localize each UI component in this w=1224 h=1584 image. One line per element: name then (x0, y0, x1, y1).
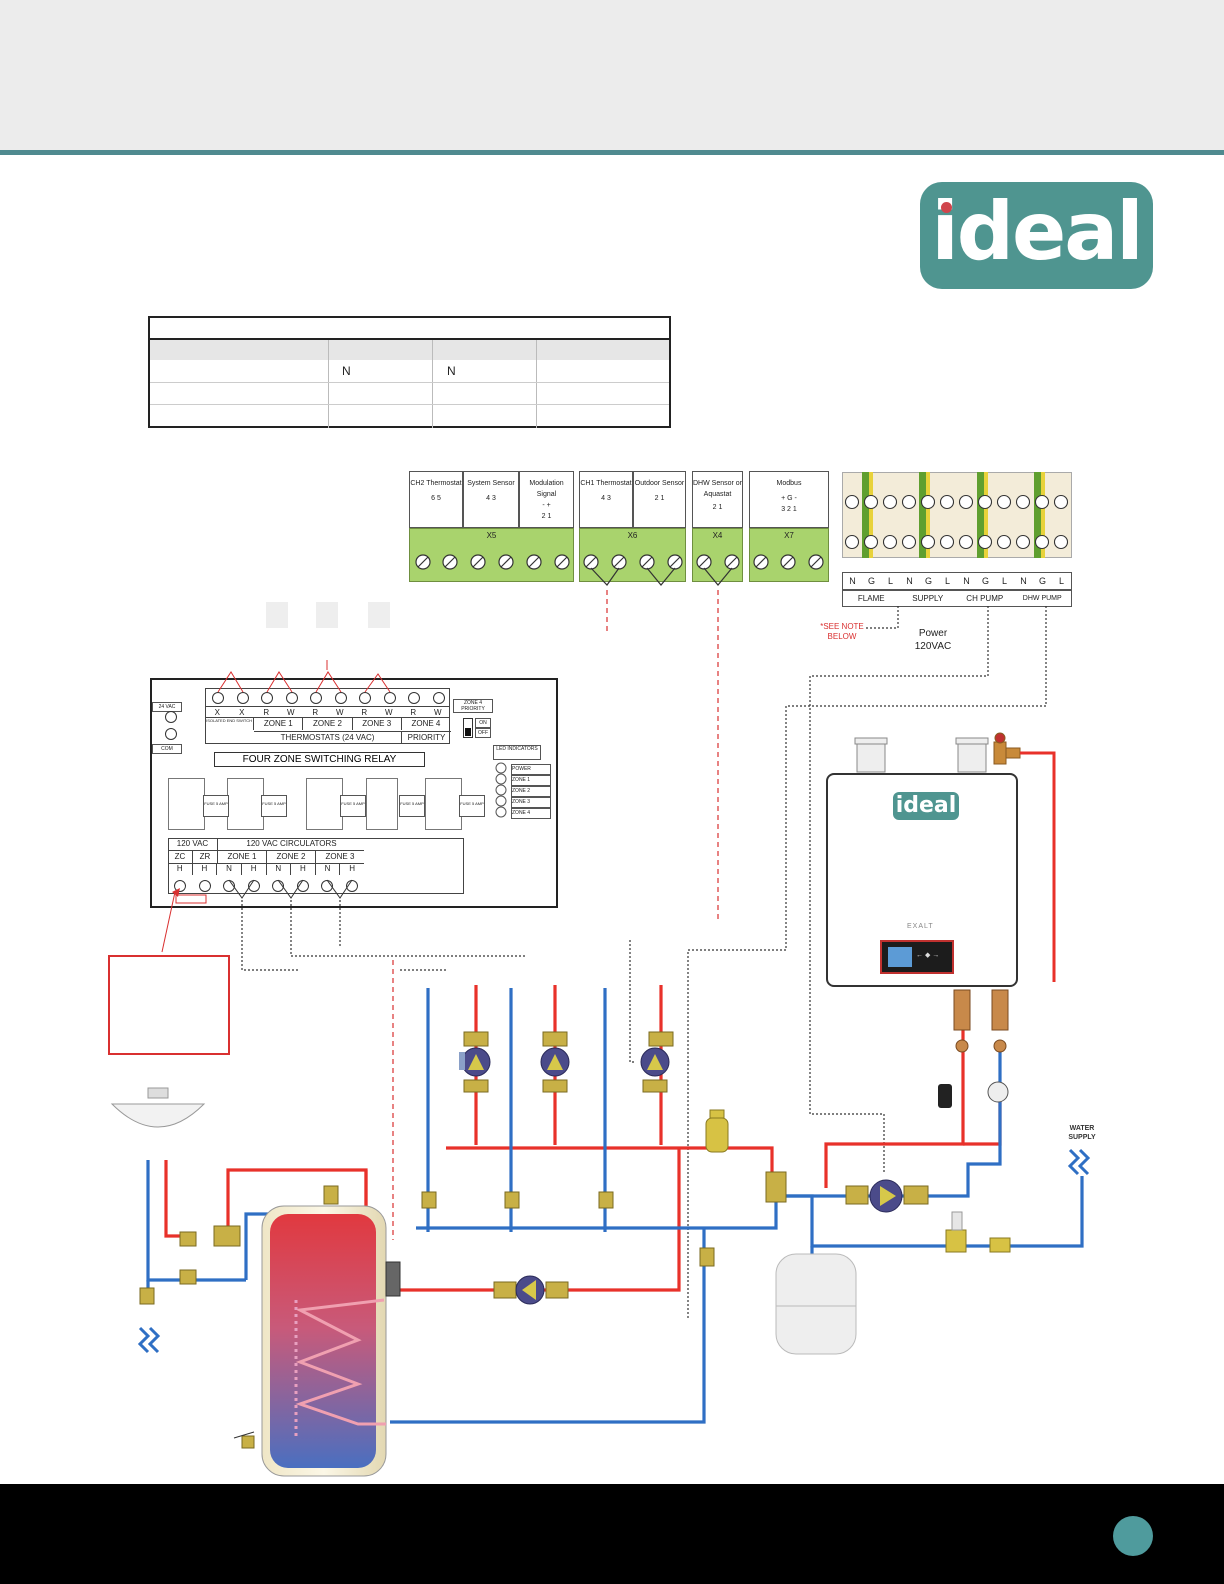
terminal-label-modulation-signal: Modulation Signal - + 2 1 (519, 471, 574, 528)
terminal-label-outdoor-sensor: Outdoor Sensor 2 1 (633, 471, 686, 528)
top-band (0, 0, 1224, 150)
relay-block (366, 778, 398, 830)
zone-switching-relay (150, 678, 558, 908)
zone-circulator-3 (640, 1031, 674, 1093)
fuse: FUSE 5 AMP (261, 795, 287, 817)
x5-screws (415, 554, 570, 570)
power-labels: FLAME SUPPLY CH PUMP DHW PUMP (842, 590, 1072, 607)
indirect-tank (261, 1205, 401, 1477)
terminal-block-x5: X5 (409, 528, 574, 582)
page-number-dot (1113, 1516, 1153, 1556)
terminal-label-ch1-thermostat: CH1 Thermostat 4 3 (579, 471, 633, 528)
fuse: FUSE 5 AMP (203, 795, 229, 817)
expansion-tank (775, 1253, 857, 1355)
relay-therm-letters: X X R W R W R W R W (205, 706, 450, 718)
fuse: FUSE 5 AMP (340, 795, 366, 817)
power-label: Power (918, 628, 948, 639)
fuse: FUSE 5 AMP (399, 795, 425, 817)
boiler-model: EXALT (907, 923, 934, 930)
table-cell: N (447, 364, 456, 378)
zone-circulator-1 (459, 1031, 491, 1093)
relay-circulators-label: 120 VAC CIRCULATORS (217, 838, 365, 850)
relay-priority-label: PRIORITY (401, 731, 451, 744)
power-terminal-strip (842, 472, 1072, 558)
table-cell: N (342, 364, 351, 378)
relay-24vac-label: 24 VAC (152, 702, 182, 712)
display-buttons: ← ◆ → (916, 952, 940, 959)
note-box (108, 955, 230, 1055)
zone-circulator-2 (540, 1031, 570, 1093)
led-indicators-label: LED INDICATORS (493, 745, 541, 760)
power-strip-details (862, 472, 1045, 558)
relay-hn-row: H H N H N H N H (168, 863, 364, 875)
terminal-label-ch2-thermostat: CH2 Thermostat 6 5 (409, 471, 463, 528)
boiler-display[interactable]: ← ◆ → (880, 940, 954, 974)
priority-switch[interactable] (463, 718, 473, 738)
power-letters: N G L N G L N G L N G L (842, 572, 1072, 590)
table-title-row (150, 318, 669, 340)
relay-com-label: COM (152, 744, 182, 754)
header-rule (0, 150, 1224, 155)
see-note-label: *SEE NOTE BELOW (820, 622, 864, 641)
relay-zone-labels: ISOLATED END SWITCH ZONE 1 ZONE 2 ZONE 3… (205, 718, 450, 730)
relay-120vac-label: 120 VAC (176, 839, 209, 848)
boiler-logo: ideal (893, 792, 959, 820)
air-separator (705, 1109, 729, 1153)
zone4-priority-label: ZONE 4 PRIORITY (453, 699, 493, 713)
led-labels: POWER ZONE 1 ZONE 2 ZONE 3 ZONE 4 (511, 764, 551, 819)
brand-logo: ideal (920, 182, 1153, 289)
priority-off-label: OFF (475, 728, 491, 738)
fuse: FUSE 5 AMP (459, 795, 485, 817)
relay-title: FOUR ZONE SWITCHING RELAY (214, 752, 425, 767)
water-supply-label: WATER SUPPLY (1068, 1125, 1096, 1141)
dhw-circulator (493, 1275, 569, 1305)
terminal-label-system-sensor: System Sensor 4 3 (463, 471, 519, 528)
table-header-row (150, 340, 669, 360)
logo-dot (941, 202, 952, 213)
terminal-label-dhw-sensor: DHW Sensor or Aquastat 2 1 (692, 471, 743, 528)
relay-thermostats-label: THERMOSTATS (24 VAC) (254, 731, 401, 744)
boiler-flues (854, 737, 989, 773)
spec-table: N N (148, 316, 671, 428)
voltage-label: 120VAC (914, 641, 952, 652)
terminal-block-x6: X6 (579, 528, 686, 582)
terminal-label-modbus: Modbus + G - 3 2 1 (749, 471, 829, 528)
relay-thermostat-terminals (205, 688, 450, 744)
boiler-circulator (845, 1179, 929, 1213)
priority-on-label: ON (475, 718, 491, 728)
circulator-terminals (168, 838, 464, 894)
display-screen (888, 947, 912, 967)
footer-band (0, 1484, 1224, 1584)
